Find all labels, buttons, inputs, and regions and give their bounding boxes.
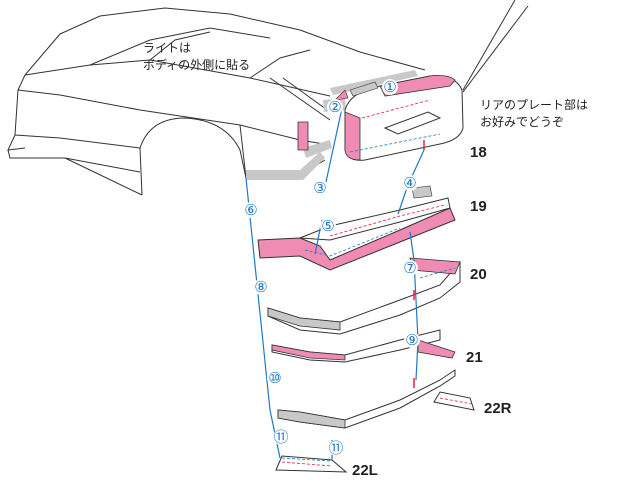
light-note-line2: ボディの外側に貼る [143, 58, 251, 72]
rear-note-leader-2 [462, 5, 529, 93]
part-18 [334, 75, 464, 161]
step-marker-bg [404, 332, 420, 348]
part-20 [267, 257, 461, 335]
step-number-4: ④ [403, 174, 416, 192]
step-marker-bg [382, 79, 398, 95]
step-number-10: ⑩ [268, 369, 281, 387]
step-marker-bg [327, 99, 343, 115]
step-marker-bg [253, 279, 269, 295]
light-note: ライトは ボディの外側に貼る [143, 40, 250, 74]
rear-plate-note: リアのプレート部は お好みでどうぞ [480, 97, 588, 131]
step-marker-bg [267, 370, 283, 386]
light-note-line1: ライトは [143, 41, 192, 55]
label-part-22r: 22R [484, 400, 512, 417]
step-marker-bg [402, 175, 418, 191]
step-marker-bg [328, 440, 344, 456]
label-part-18: 18 [470, 144, 487, 161]
part-22r [433, 391, 475, 411]
rear-note-line2: お好みでどうぞ [480, 115, 565, 129]
tail-light-left [297, 121, 309, 151]
part-19 [257, 185, 456, 271]
step-number-1: ① [383, 78, 396, 96]
step-number-3: ③ [313, 179, 326, 197]
step-number-12: ⑪ [328, 439, 343, 457]
label-part-21: 21 [466, 349, 483, 366]
step-markers: ① ② ③ ④ ⑤ ⑥ ⑦ ⑧ ⑨ ⑩ ⑪ ⑪ [243, 78, 420, 457]
step-marker-bg [320, 218, 336, 234]
part-21 [271, 329, 456, 363]
step-number-2: ② [328, 98, 341, 116]
step-marker-bg [243, 202, 259, 218]
step-marker-bg [312, 180, 328, 196]
step-number-7: ⑦ [403, 259, 416, 277]
step-number-8: ⑧ [254, 278, 267, 296]
label-part-20: 20 [470, 266, 487, 283]
label-part-22l: 22L [352, 462, 378, 479]
car-body [7, 7, 426, 196]
step-number-6: ⑥ [244, 201, 257, 219]
red-marks [413, 140, 425, 388]
lower-skirt [277, 369, 456, 429]
step-marker-bg [402, 260, 418, 276]
rear-note-line1: リアのプレート部は [480, 98, 589, 112]
step-number-9: ⑨ [405, 331, 418, 349]
rear-note-leader [462, 0, 516, 91]
step-number-11: ⑪ [273, 428, 288, 446]
part-22l [275, 455, 348, 473]
step-number-5: ⑤ [321, 217, 334, 235]
label-part-19: 19 [470, 198, 487, 215]
step-marker-bg [273, 429, 289, 445]
